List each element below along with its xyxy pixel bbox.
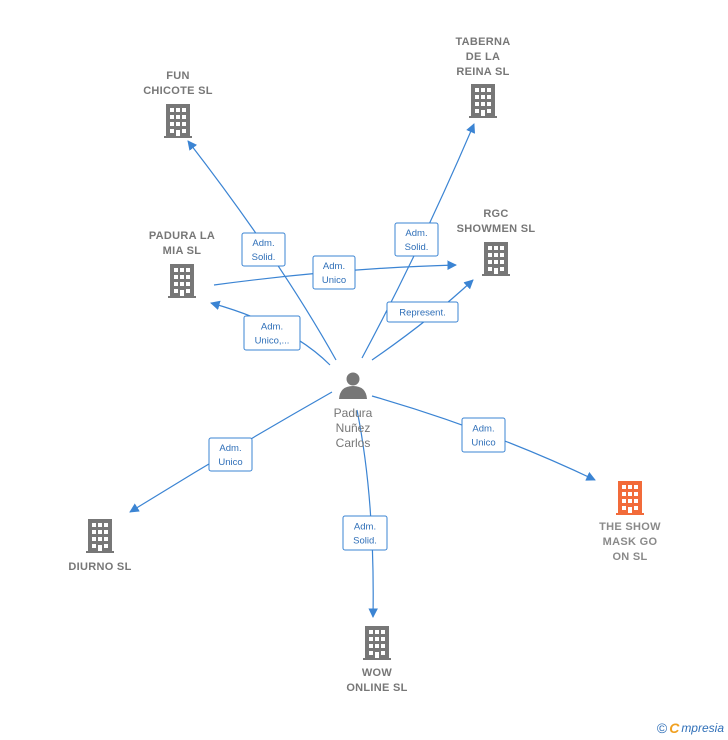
person-name-text: Nuñez (336, 421, 371, 435)
company-name-text: FUN (166, 70, 190, 82)
edge-label-box[interactable] (386, 301, 459, 323)
brand-logo-text: mpresia (681, 721, 724, 735)
edge-fun-chicote: Adm. Solid. (187, 140, 337, 361)
edge-taberna: Adm. Solid. (361, 123, 476, 359)
nodes-layer: FUN CHICOTE SL TABERNA DE LA REINA SL PADURA … (68, 36, 661, 694)
company-name-text: REINA SL (456, 66, 509, 78)
company-name-text: CHICOTE SL (143, 85, 213, 97)
company-name-text: THE SHOW (599, 521, 661, 533)
person-name-text: Padura (334, 406, 373, 420)
company-name-text: ONLINE SL (346, 682, 407, 694)
edge-label-text: Adm. (252, 238, 274, 249)
company-name-text: DE LA (466, 51, 501, 63)
company-name-text: DIURNO SL (68, 561, 131, 573)
company-node-fun-chicote[interactable]: FUN CHICOTE SL (143, 70, 213, 138)
person-name-text: Carlos (336, 436, 371, 450)
company-node-wow-online[interactable]: WOW ONLINE SL (346, 626, 407, 694)
building-icon (616, 481, 644, 515)
edge-label-text: Unico (471, 438, 495, 449)
copyright-symbol: © (656, 720, 668, 736)
company-name-text: TABERNA (455, 36, 510, 48)
edge-label-box[interactable] (394, 222, 439, 257)
edge-label-box[interactable] (312, 255, 356, 290)
edge-rgc-showmen: Adm. Unico (213, 255, 457, 290)
edge-label-box[interactable] (342, 515, 388, 551)
edge-label-text: Adm. (405, 228, 427, 239)
building-icon (363, 626, 391, 660)
company-name-text: ON SL (612, 551, 647, 563)
edge-label-box[interactable] (208, 437, 253, 472)
building-icon (482, 242, 510, 276)
edge-label-text: Solid. (252, 252, 276, 263)
edge-label-text: Represent. (399, 308, 445, 319)
company-name-text: MIA SL (163, 245, 202, 257)
edge-label-box[interactable] (241, 232, 286, 267)
edge-diurno: Adm. Unico (129, 391, 333, 513)
edge-label-text: Unico (322, 275, 346, 286)
edge-label-text: Solid. (405, 242, 429, 253)
edges-layer: Adm.Solid.Adm.Solid.Adm.UnicoAdm.Unico,.… (129, 123, 596, 618)
edge-the-show-mask: Adm. Unico (371, 395, 596, 481)
company-name-text: SHOWMEN SL (457, 223, 536, 235)
edge-label-text: Unico,... (255, 336, 290, 347)
edge-label-text: Solid. (353, 536, 377, 547)
company-name-text: MASK GO (603, 536, 658, 548)
edge-label-text: Adm. (323, 261, 345, 272)
company-node-diurno[interactable]: DIURNO SL (68, 519, 131, 573)
company-node-the-show-mask[interactable]: THE SHOW MASK GO ON SL (599, 481, 661, 563)
company-node-padura-la-mia[interactable]: PADURA LA MIA SL (149, 230, 215, 298)
building-icon (168, 264, 196, 298)
edge-rgc-showmen: Represent. (371, 279, 474, 361)
company-name-text: RGC (483, 208, 508, 220)
brand-logo-initial: C (669, 720, 680, 736)
edge-wow-online: Adm. Solid. (342, 409, 388, 618)
building-icon (164, 104, 192, 138)
company-node-taberna[interactable]: TABERNA DE LA REINA SL (455, 36, 510, 118)
company-name-text: PADURA LA (149, 230, 215, 242)
building-icon (86, 519, 114, 553)
edge-label-text: Adm. (219, 443, 241, 454)
building-icon (469, 84, 497, 118)
edge-label-box[interactable] (243, 315, 301, 351)
company-node-rgc-showmen[interactable]: RGC SHOWMEN SL (457, 208, 536, 276)
edge-label-box[interactable] (461, 417, 506, 453)
edge-padura-la-mia: Adm. Unico,... (210, 300, 331, 366)
edge-label-text: Adm. (472, 424, 494, 435)
edge-label-text: Adm. (354, 522, 376, 533)
person-icon (339, 372, 367, 399)
edge-arrow (356, 409, 378, 618)
company-name-text: WOW (362, 667, 393, 679)
edge-label-text: Adm. (261, 322, 283, 333)
edge-label-text: Unico (218, 457, 242, 468)
